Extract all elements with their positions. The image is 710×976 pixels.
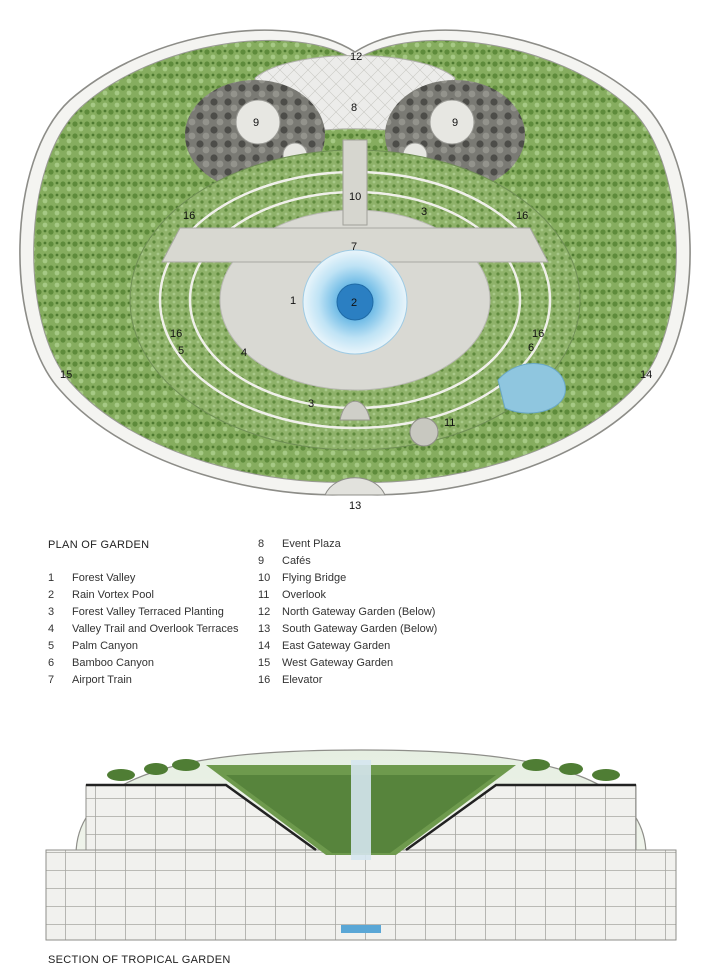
plan-label-4: 4 (241, 347, 247, 359)
plan-label-16d: 16 (532, 328, 544, 340)
airport-train-band (161, 227, 549, 263)
section-canopy-trees (107, 759, 620, 781)
plan-label-8: 8 (351, 102, 357, 114)
section-vortex-pool (341, 925, 381, 933)
plan-label-10: 10 (349, 191, 361, 203)
garden-section-diagram (45, 749, 677, 941)
section-rain-vortex (351, 760, 371, 860)
plan-label-7: 7 (351, 241, 357, 253)
plan-label-9a: 9 (253, 117, 259, 129)
plan-label-5: 5 (178, 345, 184, 357)
plan-label-16c: 16 (170, 328, 182, 340)
plan-label-15: 15 (60, 369, 72, 381)
south-gateway-canopy (324, 477, 386, 496)
dark-tree-clusters (185, 80, 525, 190)
plan-label-3b: 3 (308, 398, 314, 410)
plan-label-1: 1 (290, 295, 296, 307)
plan-label-6: 6 (528, 342, 534, 354)
plan-title: PLAN OF GARDEN (48, 539, 150, 551)
flying-bridge (342, 139, 368, 226)
overlook (409, 417, 439, 447)
garden-plan-diagram: 1 2 3 3 4 5 6 7 8 9 9 10 11 12 13 14 15 … (19, 29, 691, 512)
bamboo-canyon-water (497, 363, 566, 414)
section-title: SECTION OF TROPICAL GARDEN (48, 954, 231, 966)
plan-label-3a: 3 (421, 206, 427, 218)
rain-vortex-pool (302, 249, 408, 355)
plan-label-14: 14 (640, 369, 652, 381)
plan-label-9b: 9 (452, 117, 458, 129)
plan-label-2: 2 (351, 297, 357, 309)
plan-label-11: 11 (444, 417, 455, 429)
plan-label-16b: 16 (516, 210, 528, 222)
plan-label-13: 13 (349, 500, 361, 512)
plan-number-labels: 1 2 3 3 4 5 6 7 8 9 9 10 11 12 13 14 15 … (60, 51, 652, 512)
plan-label-12: 12 (350, 51, 362, 63)
plan-label-16a: 16 (183, 210, 195, 222)
south-plaza-stair (339, 400, 371, 421)
